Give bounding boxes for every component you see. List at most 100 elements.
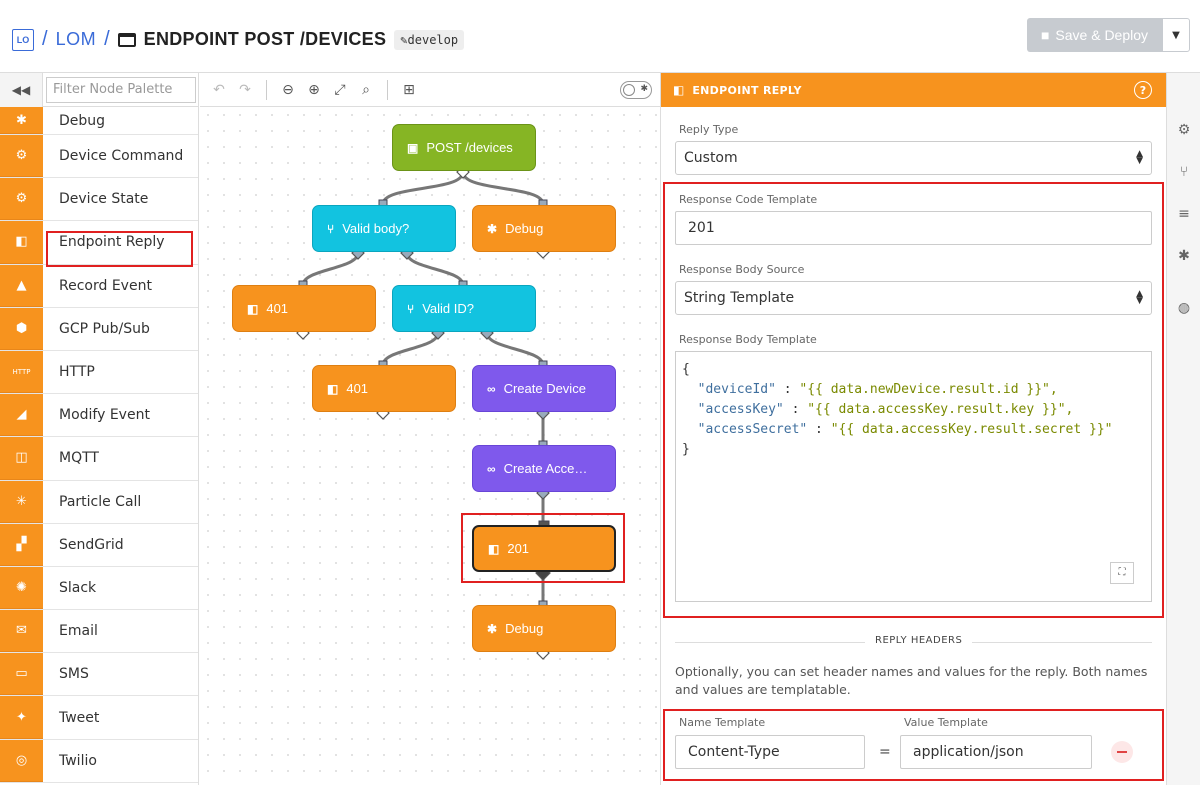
response-body-source-select[interactable]: String Template ▲▼	[675, 281, 1152, 315]
node-label: 401	[266, 301, 289, 316]
bug-icon: ✱	[487, 621, 498, 636]
reply-type-select[interactable]: Custom ▲▼	[675, 141, 1152, 175]
filter-node-palette-input[interactable]	[46, 76, 196, 103]
remove-header-button[interactable]	[1111, 741, 1133, 763]
breadcrumb-project-link[interactable]: LOM	[55, 29, 97, 49]
branch-icon: ⑂	[327, 221, 335, 236]
header-value-input[interactable]: application/json	[900, 735, 1092, 769]
node-create-access-key[interactable]: ∞ Create Acce…	[472, 445, 616, 492]
sendgrid-icon: ▞	[0, 523, 43, 566]
zoom-in-icon[interactable]: ⊕	[308, 81, 320, 98]
panel-header: ◧ ENDPOINT REPLY ?	[661, 73, 1166, 107]
connection-line	[381, 171, 465, 205]
add-comment-icon[interactable]: ⊞	[403, 81, 415, 98]
page-title-text: ENDPOINT POST /DEVICES	[143, 29, 387, 49]
palette-item-device-command[interactable]: ⚙Device Command	[0, 135, 198, 179]
breadcrumb-separator: /	[104, 28, 110, 50]
palette-item-sendgrid[interactable]: ▞SendGrid	[0, 523, 198, 567]
zoom-out-icon[interactable]: ⊖	[282, 81, 294, 98]
version-tag[interactable]: ✎develop	[394, 29, 465, 50]
value-template-label: Value Template	[904, 716, 988, 729]
reply-headers-highlight	[663, 709, 1164, 781]
node-label: Valid ID?	[422, 301, 474, 316]
particle-icon: ✳	[0, 480, 43, 523]
infinity-icon: ∞	[487, 381, 496, 396]
collapse-palette-button[interactable]: ◀◀	[0, 73, 43, 107]
slack-icon: ✺	[0, 566, 43, 610]
undo-icon[interactable]: ↶	[213, 81, 225, 98]
palette-item-record-event[interactable]: ▲Record Event	[0, 264, 198, 308]
code-line: "accessSecret" : "{{ data.accessKey.resu…	[697, 422, 1113, 437]
node-properties-panel: ◧ ENDPOINT REPLY ? Reply Type Custom ▲▼ …	[660, 73, 1166, 785]
gear-icon[interactable]: ⚙	[1177, 122, 1191, 138]
palette-item-tweet[interactable]: ✦Tweet	[0, 696, 198, 740]
endpoint-reply-highlight	[46, 231, 193, 267]
node-reply-401-a[interactable]: ◧ 401	[232, 285, 376, 332]
modify-event-icon: ◢	[0, 394, 43, 437]
palette-item-twilio[interactable]: ◎Twilio	[0, 739, 198, 783]
node-reply-201[interactable]: ◧ 201	[472, 525, 616, 572]
node-palette: ◀◀ ✱Debug⚙Device Command⚙Device State◧En…	[0, 73, 199, 785]
reset-zoom-icon[interactable]: ⌕	[362, 81, 370, 98]
device-command-icon: ⚙	[0, 135, 43, 178]
node-debug-1[interactable]: ✱ Debug	[472, 205, 616, 252]
code-line: {	[682, 362, 690, 377]
response-body-template-editor[interactable]: { "deviceId" : "{{ data.newDevice.result…	[675, 351, 1152, 602]
json-key: "accessKey"	[697, 402, 784, 417]
node-label: Create Device	[503, 381, 586, 396]
breadcrumb: LO / LOM / ENDPOINT POST /DEVICES ✎devel…	[12, 28, 465, 51]
palette-item-slack[interactable]: ✺Slack	[0, 566, 198, 611]
palette-item-sms[interactable]: ▭SMS	[0, 653, 198, 697]
expand-editor-icon[interactable]: ⛶	[1110, 562, 1134, 584]
palette-item-gcp-pub-sub[interactable]: ⬢GCP Pub/Sub	[0, 307, 198, 351]
node-valid-body[interactable]: ⑂ Valid body?	[312, 205, 456, 252]
node-create-device[interactable]: ∞ Create Device	[472, 365, 616, 412]
database-icon[interactable]: ≡	[1178, 206, 1190, 222]
node-debug-2[interactable]: ✱ Debug	[472, 605, 616, 652]
palette-item-endpoint-reply[interactable]: ◧Endpoint Reply	[0, 221, 198, 265]
breadcrumb-separator: /	[42, 28, 48, 50]
palette-item-mqtt[interactable]: ◫MQTT	[0, 437, 198, 481]
toolbar-divider	[266, 79, 267, 100]
reply-headers-heading: REPLY HEADERS	[865, 635, 973, 646]
bug-icon[interactable]: ✱	[1178, 248, 1190, 264]
palette-item-device-state[interactable]: ⚙Device State	[0, 178, 198, 222]
app-badge[interactable]: LO	[12, 28, 34, 51]
palette-item-particle-call[interactable]: ✳Particle Call	[0, 480, 198, 524]
version-branch-icon[interactable]: ⑂	[1179, 164, 1189, 180]
header-name-input[interactable]: Content-Type	[675, 735, 865, 769]
node-valid-id[interactable]: ⑂ Valid ID?	[392, 285, 536, 332]
fit-view-icon[interactable]: ⤢	[334, 81, 346, 98]
workflow-canvas[interactable]: ▣ POST /devices ⑂ Valid body? ✱ Debug ◧ …	[200, 107, 660, 785]
globe-icon[interactable]: ◍	[1177, 300, 1191, 316]
response-code-template-input[interactable]: 201	[675, 211, 1152, 245]
response-body-template-label: Response Body Template	[679, 333, 817, 346]
email-icon: ✉	[0, 610, 43, 653]
window-icon	[117, 32, 136, 47]
palette-item-email[interactable]: ✉Email	[0, 610, 198, 654]
palette-item-debug[interactable]: ✱Debug	[0, 107, 198, 135]
bug-icon: ✱	[0, 107, 43, 134]
json-value: "{{ data.accessKey.result.key }}",	[807, 402, 1074, 417]
code-line: }	[682, 442, 690, 457]
palette-top-bar: ◀◀	[0, 73, 198, 107]
name-template-label: Name Template	[679, 716, 766, 729]
save-deploy-button[interactable]: ■ Save & Deploy	[1027, 18, 1162, 52]
debug-toggle[interactable]: ✱	[620, 81, 652, 99]
json-value: "{{ data.newDevice.result.id }}",	[799, 382, 1058, 397]
palette-item-modify-event[interactable]: ◢Modify Event	[0, 394, 198, 438]
palette-item-label: Twilio	[59, 752, 97, 769]
node-label: Debug	[505, 221, 544, 236]
palette-item-label: HTTP	[59, 364, 95, 381]
node-reply-401-b[interactable]: ◧ 401	[312, 365, 456, 412]
deploy-group: ■ Save & Deploy ▼	[1027, 18, 1190, 52]
reply-type-label: Reply Type	[679, 123, 739, 136]
deploy-dropdown-button[interactable]: ▼	[1162, 18, 1190, 52]
help-icon[interactable]: ?	[1134, 81, 1152, 99]
select-caret-icon: ▲▼	[1136, 149, 1143, 166]
palette-item-label: GCP Pub/Sub	[59, 320, 150, 337]
node-post-devices[interactable]: ▣ POST /devices	[392, 124, 536, 171]
redo-icon[interactable]: ↷	[239, 81, 251, 98]
palette-item-label: Device State	[59, 191, 149, 208]
